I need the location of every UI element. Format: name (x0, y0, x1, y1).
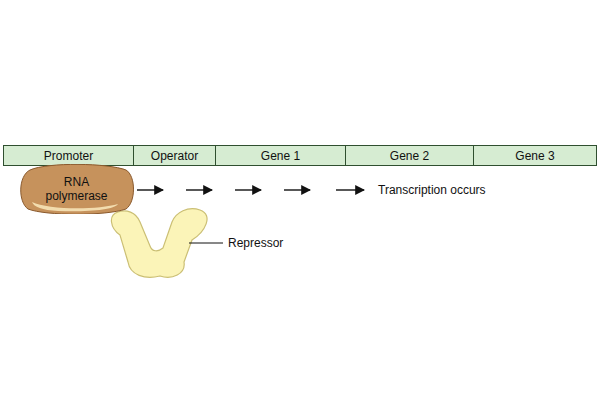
dna-segment-box: Gene 1 (215, 145, 346, 166)
dna-segment-box: Operator (133, 145, 216, 166)
arrow-dash (336, 189, 364, 190)
node-text: RNA polymerase (42, 175, 112, 203)
node-text: Promoter (44, 149, 93, 163)
dna-segment-box: Gene 3 (473, 145, 597, 166)
dna-segment-box: Gene 2 (345, 145, 474, 166)
leader-line (189, 243, 223, 244)
rna-polymerase-blob: RNA polymerase (18, 164, 135, 214)
node-text: Operator (151, 149, 198, 163)
arrow-dash (137, 189, 163, 190)
node-text: Gene 2 (390, 149, 429, 163)
arrow-dash (186, 189, 212, 190)
node-text: Gene 3 (515, 149, 554, 163)
process-label: Transcription occurs (378, 183, 486, 197)
dna-segment-box: Promoter (3, 145, 134, 166)
arrow-dash (235, 189, 261, 190)
part-label: Repressor (228, 236, 283, 250)
node-text: Gene 1 (261, 149, 300, 163)
transcription-arrows (137, 190, 364, 191)
arrow-dash (284, 189, 310, 190)
